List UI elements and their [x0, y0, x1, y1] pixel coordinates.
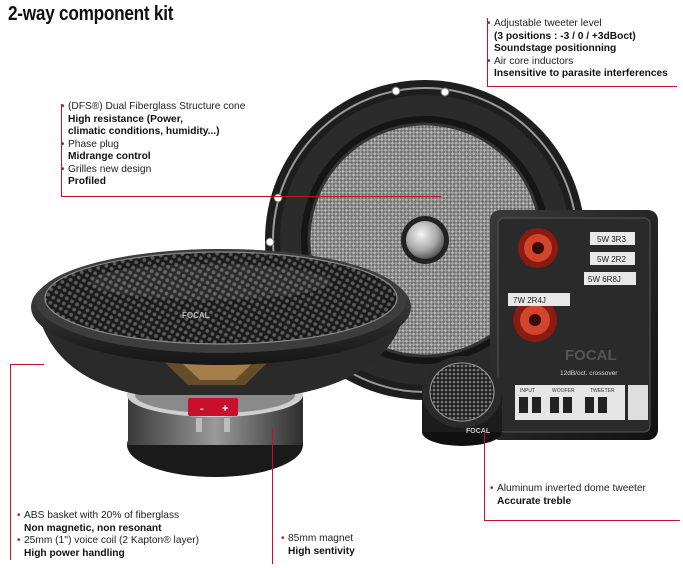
feature-detail: High resistance (Power,	[68, 113, 183, 125]
page-title: 2-way component kit	[8, 3, 174, 25]
callout-dome: • Aluminum inverted dome tweeter Accurat…	[490, 483, 680, 508]
leader-magnet-v	[272, 428, 273, 564]
bullet-dot: •	[281, 533, 285, 544]
feature-detail: Insensitive to parasite interferences	[494, 68, 668, 79]
leader-tweeter-level-h	[487, 86, 677, 87]
callout-item: • 85mm magnet High sentivity	[281, 533, 421, 558]
resistor-1: 5W 3R3	[597, 235, 626, 244]
svg-text:+: +	[222, 403, 228, 415]
feature-heading: Air core inductors	[494, 55, 574, 67]
leader-basket-h	[10, 364, 44, 365]
woofer-brand: FOCAL	[182, 311, 210, 320]
bullet-dot: •	[17, 535, 21, 546]
resistor-3: 5W 6R8J	[588, 275, 621, 284]
feature-heading: 25mm (1'') voice coil (2 Kapton® layer)	[24, 535, 200, 546]
terminal-input: INPUT	[520, 388, 535, 394]
feature-detail: Midrange control	[68, 151, 151, 162]
feature-detail: Profiled	[68, 176, 106, 187]
feature-heading: (DFS®) Dual Fiberglass Structure cone	[68, 101, 246, 112]
resistor-2: 5W 2R2	[597, 255, 626, 264]
svg-text:-: -	[200, 403, 204, 415]
crossover-label: 12dB/oct. crossover	[560, 370, 618, 377]
callout-item: • 25mm (1'') voice coil (2 Kapton® layer…	[17, 535, 267, 560]
bullet-dot: •	[490, 483, 494, 494]
callout-item: • Aluminum inverted dome tweeter Accurat…	[490, 483, 680, 508]
leader-basket-v	[10, 364, 11, 560]
woofer-speaker: - + FOCAL	[31, 249, 411, 477]
callout-item: • Air core inductors Insensitive to para…	[487, 56, 677, 81]
terminal-tweeter: TWEETER	[590, 388, 615, 394]
callout-magnet: • 85mm magnet High sentivity	[281, 533, 421, 558]
leader-dome-v	[484, 432, 485, 520]
bullet-dot: •	[17, 510, 21, 521]
terminal-woofer: WOOFER	[552, 388, 575, 394]
bullet-dot: •	[61, 101, 65, 112]
callout-basket: • ABS basket with 20% of fiberglass Non …	[17, 510, 267, 560]
feature-heading: 85mm magnet	[288, 533, 354, 544]
callout-tweeter-level: • Adjustable tweeter level (3 positions …	[487, 18, 677, 81]
feature-heading: Grilles new design	[68, 163, 152, 175]
feature-detail: (3 positions : -3 / 0 / +3dBoct)	[494, 30, 636, 42]
feature-detail: Accurate treble	[497, 495, 572, 507]
callout-item: • Adjustable tweeter level (3 positions …	[487, 18, 677, 56]
feature-detail: Non magnetic, non resonant	[24, 522, 162, 534]
feature-detail: climatic conditions, humidity...)	[68, 126, 220, 137]
bullet-dot: •	[61, 138, 65, 150]
tweeter-brand: FOCAL	[466, 428, 491, 435]
feature-detail: High power handling	[24, 547, 125, 559]
feature-heading: Adjustable tweeter level	[494, 18, 602, 29]
callout-item: • Phase plug Midrange control	[61, 139, 271, 164]
bullet-dot: •	[487, 18, 491, 29]
crossover-brand: FOCAL	[565, 347, 617, 364]
feature-heading: Aluminum inverted dome tweeter	[497, 483, 646, 494]
feature-heading: Phase plug	[68, 138, 119, 150]
resistor-4: 7W 2R4J	[513, 296, 546, 305]
callout-item: • (DFS®) Dual Fiberglass Structure cone …	[61, 101, 271, 139]
crossover-box: 5W 3R3 5W 2R2 5W 6R8J 7W 2R4J 12dB/oct. …	[490, 210, 658, 440]
tweeter: FOCAL	[422, 356, 502, 446]
leader-tweeter-level-v	[487, 18, 488, 86]
feature-detail: High sentivity	[288, 545, 355, 557]
leader-dome-h	[484, 520, 680, 521]
feature-heading: ABS basket with 20% of fiberglass	[24, 510, 180, 521]
callout-cone: • (DFS®) Dual Fiberglass Structure cone …	[61, 101, 271, 189]
feature-detail: Soundstage positionning	[494, 43, 617, 54]
callout-item: • Grilles new design Profiled	[61, 164, 271, 189]
leader-cone-v	[61, 104, 62, 196]
callout-item: • ABS basket with 20% of fiberglass Non …	[17, 510, 267, 535]
bullet-dot: •	[487, 55, 491, 67]
leader-cone-h	[61, 196, 441, 197]
bullet-dot: •	[61, 163, 65, 175]
